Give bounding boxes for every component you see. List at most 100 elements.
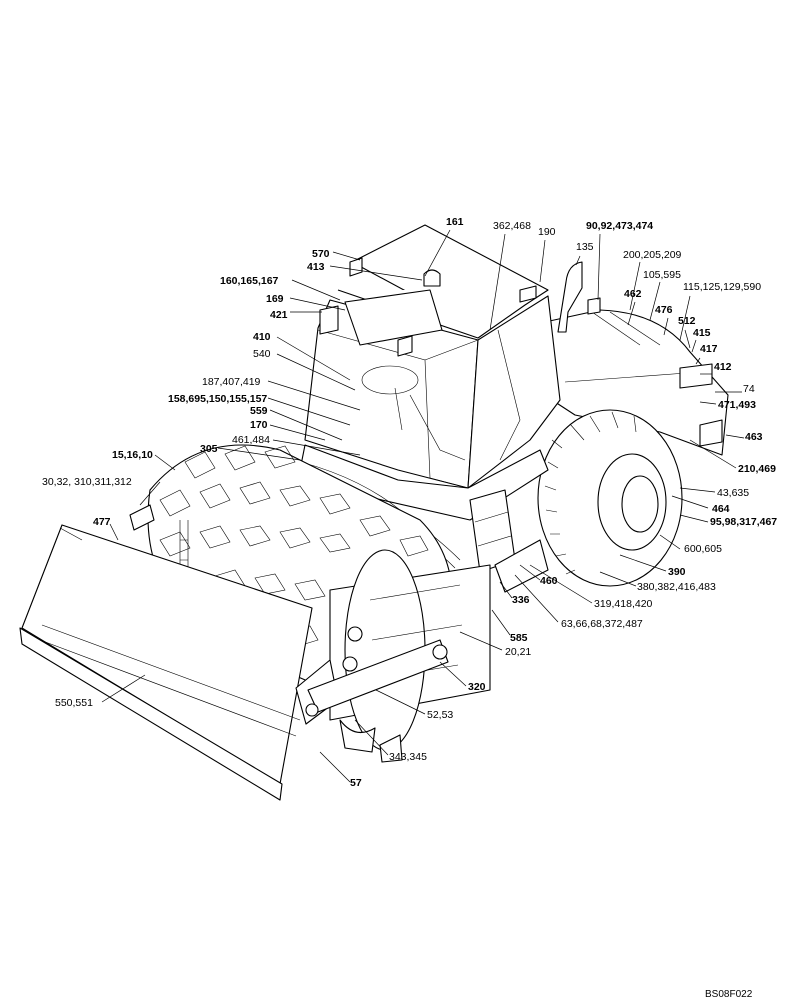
callout-label: 200,205,209 (623, 249, 682, 261)
callout-label: 600,605 (684, 543, 722, 555)
leader-line (269, 409, 343, 441)
leader-line (671, 495, 709, 509)
leader-line (139, 481, 161, 506)
leader-line (217, 447, 301, 461)
leader-line (267, 380, 361, 411)
callout-label: 463 (745, 431, 763, 443)
callout-label: 158,695,150,155,157 (168, 393, 267, 405)
leader-line (691, 339, 697, 353)
leader-line (499, 581, 513, 599)
callout-label: 421 (270, 309, 288, 321)
callout-label: 169 (266, 293, 284, 305)
leader-line (689, 439, 737, 469)
callout-label: 460 (540, 575, 558, 587)
leader-line (289, 297, 346, 311)
callout-label: 15,16,10 (112, 449, 153, 461)
leader-line (679, 295, 691, 341)
callout-label: 417 (700, 343, 718, 355)
callout-label: 512 (678, 315, 696, 327)
engine-hood (544, 261, 729, 456)
leader-line (679, 487, 716, 493)
leader-line (489, 233, 506, 331)
leader-line (375, 689, 426, 715)
cab (304, 224, 561, 489)
callout-label: 105,595 (643, 269, 681, 281)
callout-label: 20,21 (505, 646, 531, 658)
leader-line (276, 353, 356, 391)
leader-line (519, 564, 541, 581)
leader-line (529, 564, 593, 604)
callout-label: 160,165,167 (220, 275, 279, 287)
callout-label: 380,382,416,483 (637, 581, 716, 593)
callout-label: 90,92,473,474 (586, 220, 653, 232)
leader-line (109, 523, 119, 541)
leader-line (619, 554, 667, 572)
leader-line (354, 719, 389, 756)
leader-line (699, 401, 717, 405)
callout-label: 464 (712, 503, 730, 515)
callout-label: 477 (93, 516, 111, 528)
callout-label: 559 (250, 405, 268, 417)
leader-line (629, 261, 641, 311)
callout-label: 585 (510, 632, 528, 644)
callout-label: 135 (576, 241, 594, 253)
push-arm (305, 626, 449, 717)
leader-line (269, 424, 326, 441)
leader-line (491, 609, 511, 636)
callout-label: 210,469 (738, 463, 776, 475)
leader-line (276, 336, 351, 381)
leader-line (291, 279, 341, 301)
callout-label: 412 (714, 361, 732, 373)
leader-line (597, 233, 601, 301)
callout-label: 362,468 (493, 220, 531, 232)
callout-label: 540 (253, 348, 271, 360)
leader-line (684, 329, 691, 349)
callout-label: 30,32, 310,311,312 (42, 476, 132, 488)
callout-label: 413 (307, 261, 325, 273)
leader-line (695, 357, 701, 365)
rear-wheel (537, 409, 683, 587)
leader-line (267, 397, 351, 426)
leader-line (514, 574, 559, 623)
callout-label: 550,551 (55, 697, 93, 709)
leader-line (539, 239, 546, 283)
leader-line (459, 631, 503, 651)
callout-label: 320 (468, 681, 486, 693)
leader-line (679, 514, 709, 523)
callout-label: 43,635 (717, 487, 749, 499)
callout-label: 471,493 (718, 399, 756, 411)
callout-label: 390 (668, 566, 686, 578)
callout-label: 461,484 (232, 434, 270, 446)
leader-line (272, 439, 361, 456)
leader-line (659, 534, 681, 550)
callout-label: 415 (693, 327, 711, 339)
leader-line (725, 434, 745, 439)
callout-label: 63,66,68,372,487 (561, 618, 643, 630)
leader-line (649, 281, 661, 321)
leader-line (332, 251, 361, 261)
callout-label: 57 (350, 777, 362, 789)
leader-line (439, 661, 467, 687)
callout-label: 319,418,420 (594, 598, 653, 610)
leader-line (154, 454, 176, 471)
callout-label: 305 (200, 443, 218, 455)
callout-label: 190 (538, 226, 556, 238)
callout-label: 462 (624, 288, 642, 300)
callout-label: 52,53 (427, 709, 453, 721)
callout-label: 476 (655, 304, 673, 316)
leader-line (319, 751, 351, 783)
callout-label: 410 (253, 331, 271, 343)
leader-line (575, 255, 581, 266)
callout-label: 170 (250, 419, 268, 431)
callout-label: 336 (512, 594, 530, 606)
dozer-blade (19, 504, 339, 801)
figure-code: BS08F022 (705, 989, 753, 1000)
callout-label: 343,345 (389, 751, 427, 763)
leader-line (599, 571, 637, 587)
leader-line (663, 317, 669, 336)
leader-lines (101, 229, 745, 783)
leader-line (627, 301, 636, 326)
